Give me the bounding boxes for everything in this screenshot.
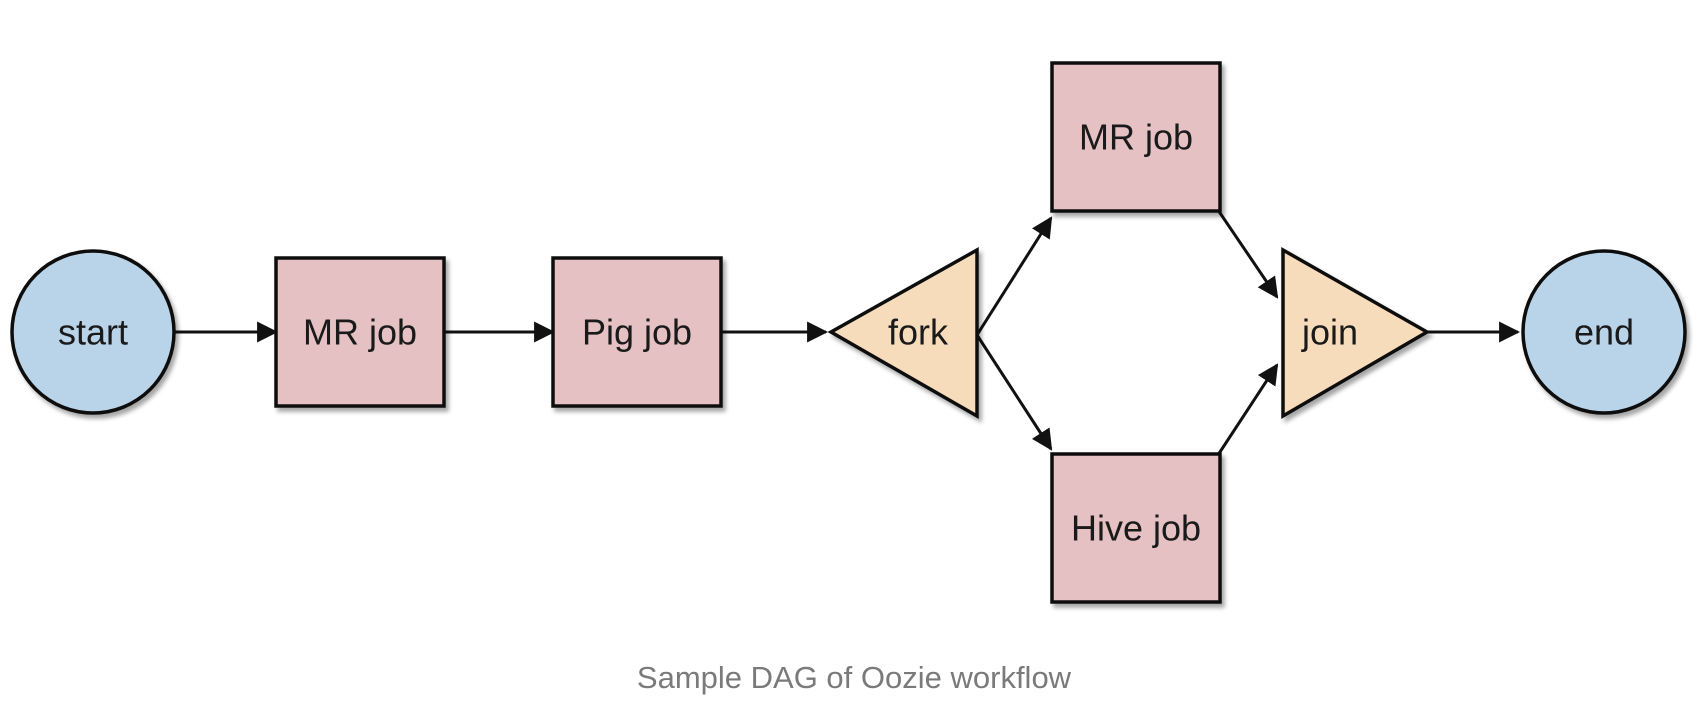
node-start-label: start bbox=[58, 312, 128, 353]
edges bbox=[174, 209, 1521, 456]
node-hive-label: Hive job bbox=[1071, 508, 1201, 549]
node-mr1-shape bbox=[274, 256, 446, 408]
node-join: join bbox=[1281, 246, 1431, 420]
node-mr1: MR job bbox=[274, 256, 446, 408]
node-fork: fork bbox=[827, 247, 979, 420]
edge-mr2-to-join bbox=[1216, 209, 1279, 299]
node-pig-label: Pig job bbox=[582, 312, 692, 353]
node-end-label: end bbox=[1574, 312, 1634, 353]
edge-fork-to-mr2 bbox=[975, 216, 1053, 336]
node-mr2-shape bbox=[1050, 61, 1222, 213]
node-start-shape bbox=[10, 249, 176, 415]
node-join-label: join bbox=[1301, 312, 1358, 353]
edge-fork-to-hive bbox=[975, 334, 1053, 451]
node-pig-shape bbox=[551, 256, 723, 408]
node-hive-shape bbox=[1050, 452, 1222, 604]
diagram-caption: Sample DAG of Oozie workflow bbox=[636, 660, 1072, 695]
node-start: start bbox=[10, 249, 176, 415]
node-hive: Hive job bbox=[1050, 452, 1222, 604]
node-mr1-label: MR job bbox=[303, 312, 417, 353]
node-mr2: MR job bbox=[1050, 61, 1222, 213]
edge-hive-to-join bbox=[1216, 363, 1279, 456]
node-fork-shape bbox=[827, 247, 979, 420]
node-join-shape bbox=[1281, 246, 1431, 420]
node-pig: Pig job bbox=[551, 256, 723, 408]
node-fork-label: fork bbox=[888, 312, 949, 353]
node-end: end bbox=[1521, 249, 1687, 415]
node-mr2-label: MR job bbox=[1079, 117, 1193, 158]
node-end-shape bbox=[1521, 249, 1687, 415]
